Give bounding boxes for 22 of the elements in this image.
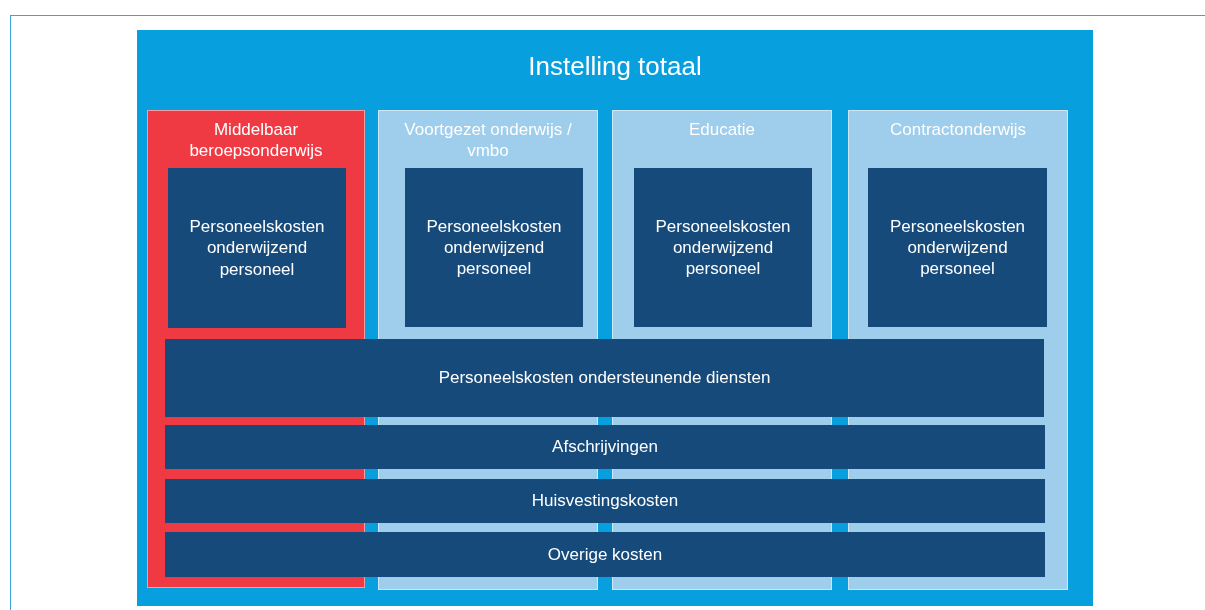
band-label: Huisvestingskosten: [530, 490, 680, 512]
cost-box: [168, 168, 346, 328]
band-label: Personeelskosten ondersteunende diensten: [437, 367, 772, 389]
sector-title: Voortgezet onderwijs / vmbo: [403, 119, 573, 162]
box-label: Personeelskosten onderwijzend personeel: [888, 215, 1027, 280]
box-label: Personeelskosten onderwijzend personeel: [654, 215, 792, 280]
cost-band: [165, 339, 1044, 417]
band-label: Overige kosten: [546, 543, 664, 566]
cost-box: [405, 168, 583, 327]
institution-panel: [137, 30, 1093, 606]
sector-title: Contractonderwijs: [888, 119, 1028, 141]
sector-title: Educatie: [687, 119, 757, 141]
panel-title: Instelling totaal: [527, 50, 703, 83]
cost-band: [165, 425, 1045, 469]
band-label: Afschrijvingen: [551, 436, 659, 458]
cost-box: [868, 168, 1047, 327]
box-label: Personeelskosten onderwijzend personeel: [188, 216, 326, 280]
cost-box: [634, 168, 812, 327]
sector-title: Middelbaar beroepsonderwijs: [188, 119, 324, 162]
cost-band: [165, 532, 1045, 577]
box-label: Personeelskosten onderwijzend personeel: [425, 215, 563, 280]
cost-band: [165, 479, 1045, 523]
